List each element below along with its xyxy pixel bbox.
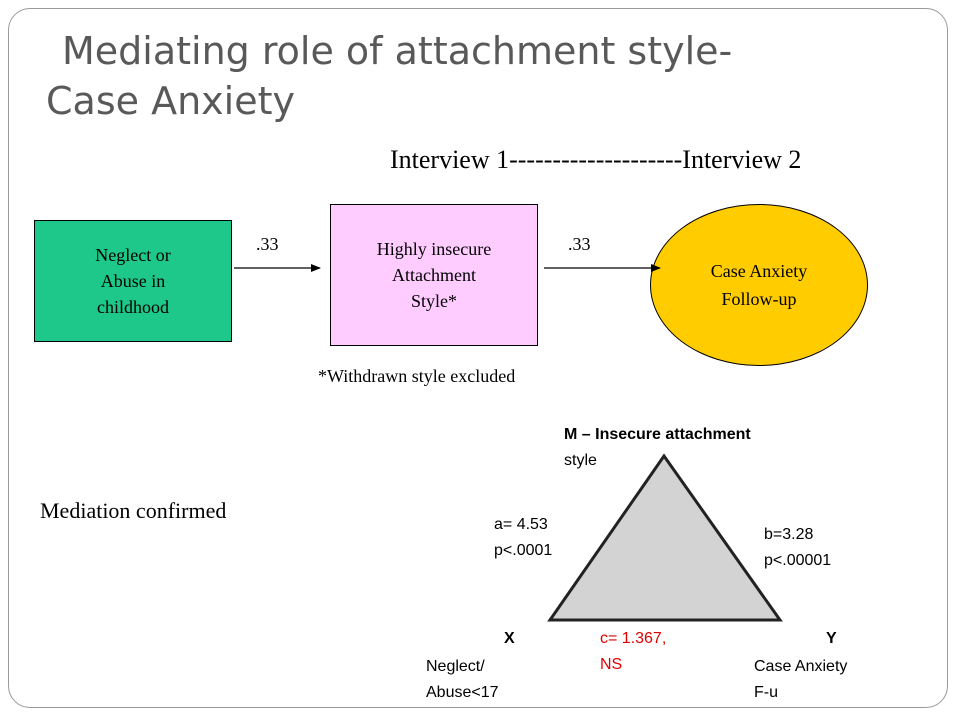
title-line-2: Case Anxiety [46,79,295,123]
path-a-p-value: p<.0001 [494,542,553,559]
mediator-label-line-1: M – Insecure attachment [564,426,751,443]
path-b-stats: b=3.28 p<.00001 [764,522,831,574]
path-c-significance: NS [600,656,623,673]
path-b-p-value: p<.00001 [764,552,832,569]
footnote-withdrawn-excluded: *Withdrawn style excluded [318,366,516,386]
path-a-stats: a= 4.53 p<.0001 [494,512,552,564]
path-b-coefficient: b=3.28 [764,526,814,543]
node-x-line-2: Abuse in [100,271,166,291]
y-letter: Y [826,630,837,647]
x-description-line-2: Abuse<17 [426,684,499,701]
node-insecure-attachment: Highly insecure Attachment Style* [330,204,538,346]
node-case-anxiety: Case Anxiety Follow-up [650,204,868,366]
node-y-line-2: Follow-up [721,289,797,309]
path-a-coefficient: a= 4.53 [494,516,548,533]
path-c-coefficient: c= 1.367, [600,630,667,647]
coefficient-m-to-y: .33 [568,234,591,254]
interview-timeline-label: Interview 1--------------------Interview… [390,145,802,174]
node-m-line-1: Highly insecure [376,239,492,259]
coefficient-x-to-m: .33 [256,234,279,254]
y-description-line-1: Case Anxiety [754,658,848,675]
node-x-line-3: childhood [97,297,169,317]
mediation-status: Mediation confirmed [40,498,227,523]
slide-title: Mediating role of attachment style- Case… [46,26,846,126]
node-neglect-abuse: Neglect or Abuse in childhood [34,220,232,342]
mediation-triangle [547,453,783,622]
node-m-line-3: Style* [410,291,457,311]
title-line-1: Mediating role of attachment style- [62,29,733,73]
x-description: Neglect/ Abuse<17 [426,654,499,706]
y-description-line-2: F-u [754,684,778,701]
path-c-stats: c= 1.367, NS [600,626,666,678]
y-description: Case Anxiety F-u [754,654,847,706]
mediator-label: M – Insecure attachment style [564,422,751,474]
node-m-line-2: Attachment [392,265,476,285]
x-description-line-1: Neglect/ [426,658,485,675]
node-x-line-1: Neglect or [95,245,171,265]
node-y-line-1: Case Anxiety [710,261,808,281]
x-letter: X [504,630,515,647]
mediator-label-line-2: style [564,452,597,469]
